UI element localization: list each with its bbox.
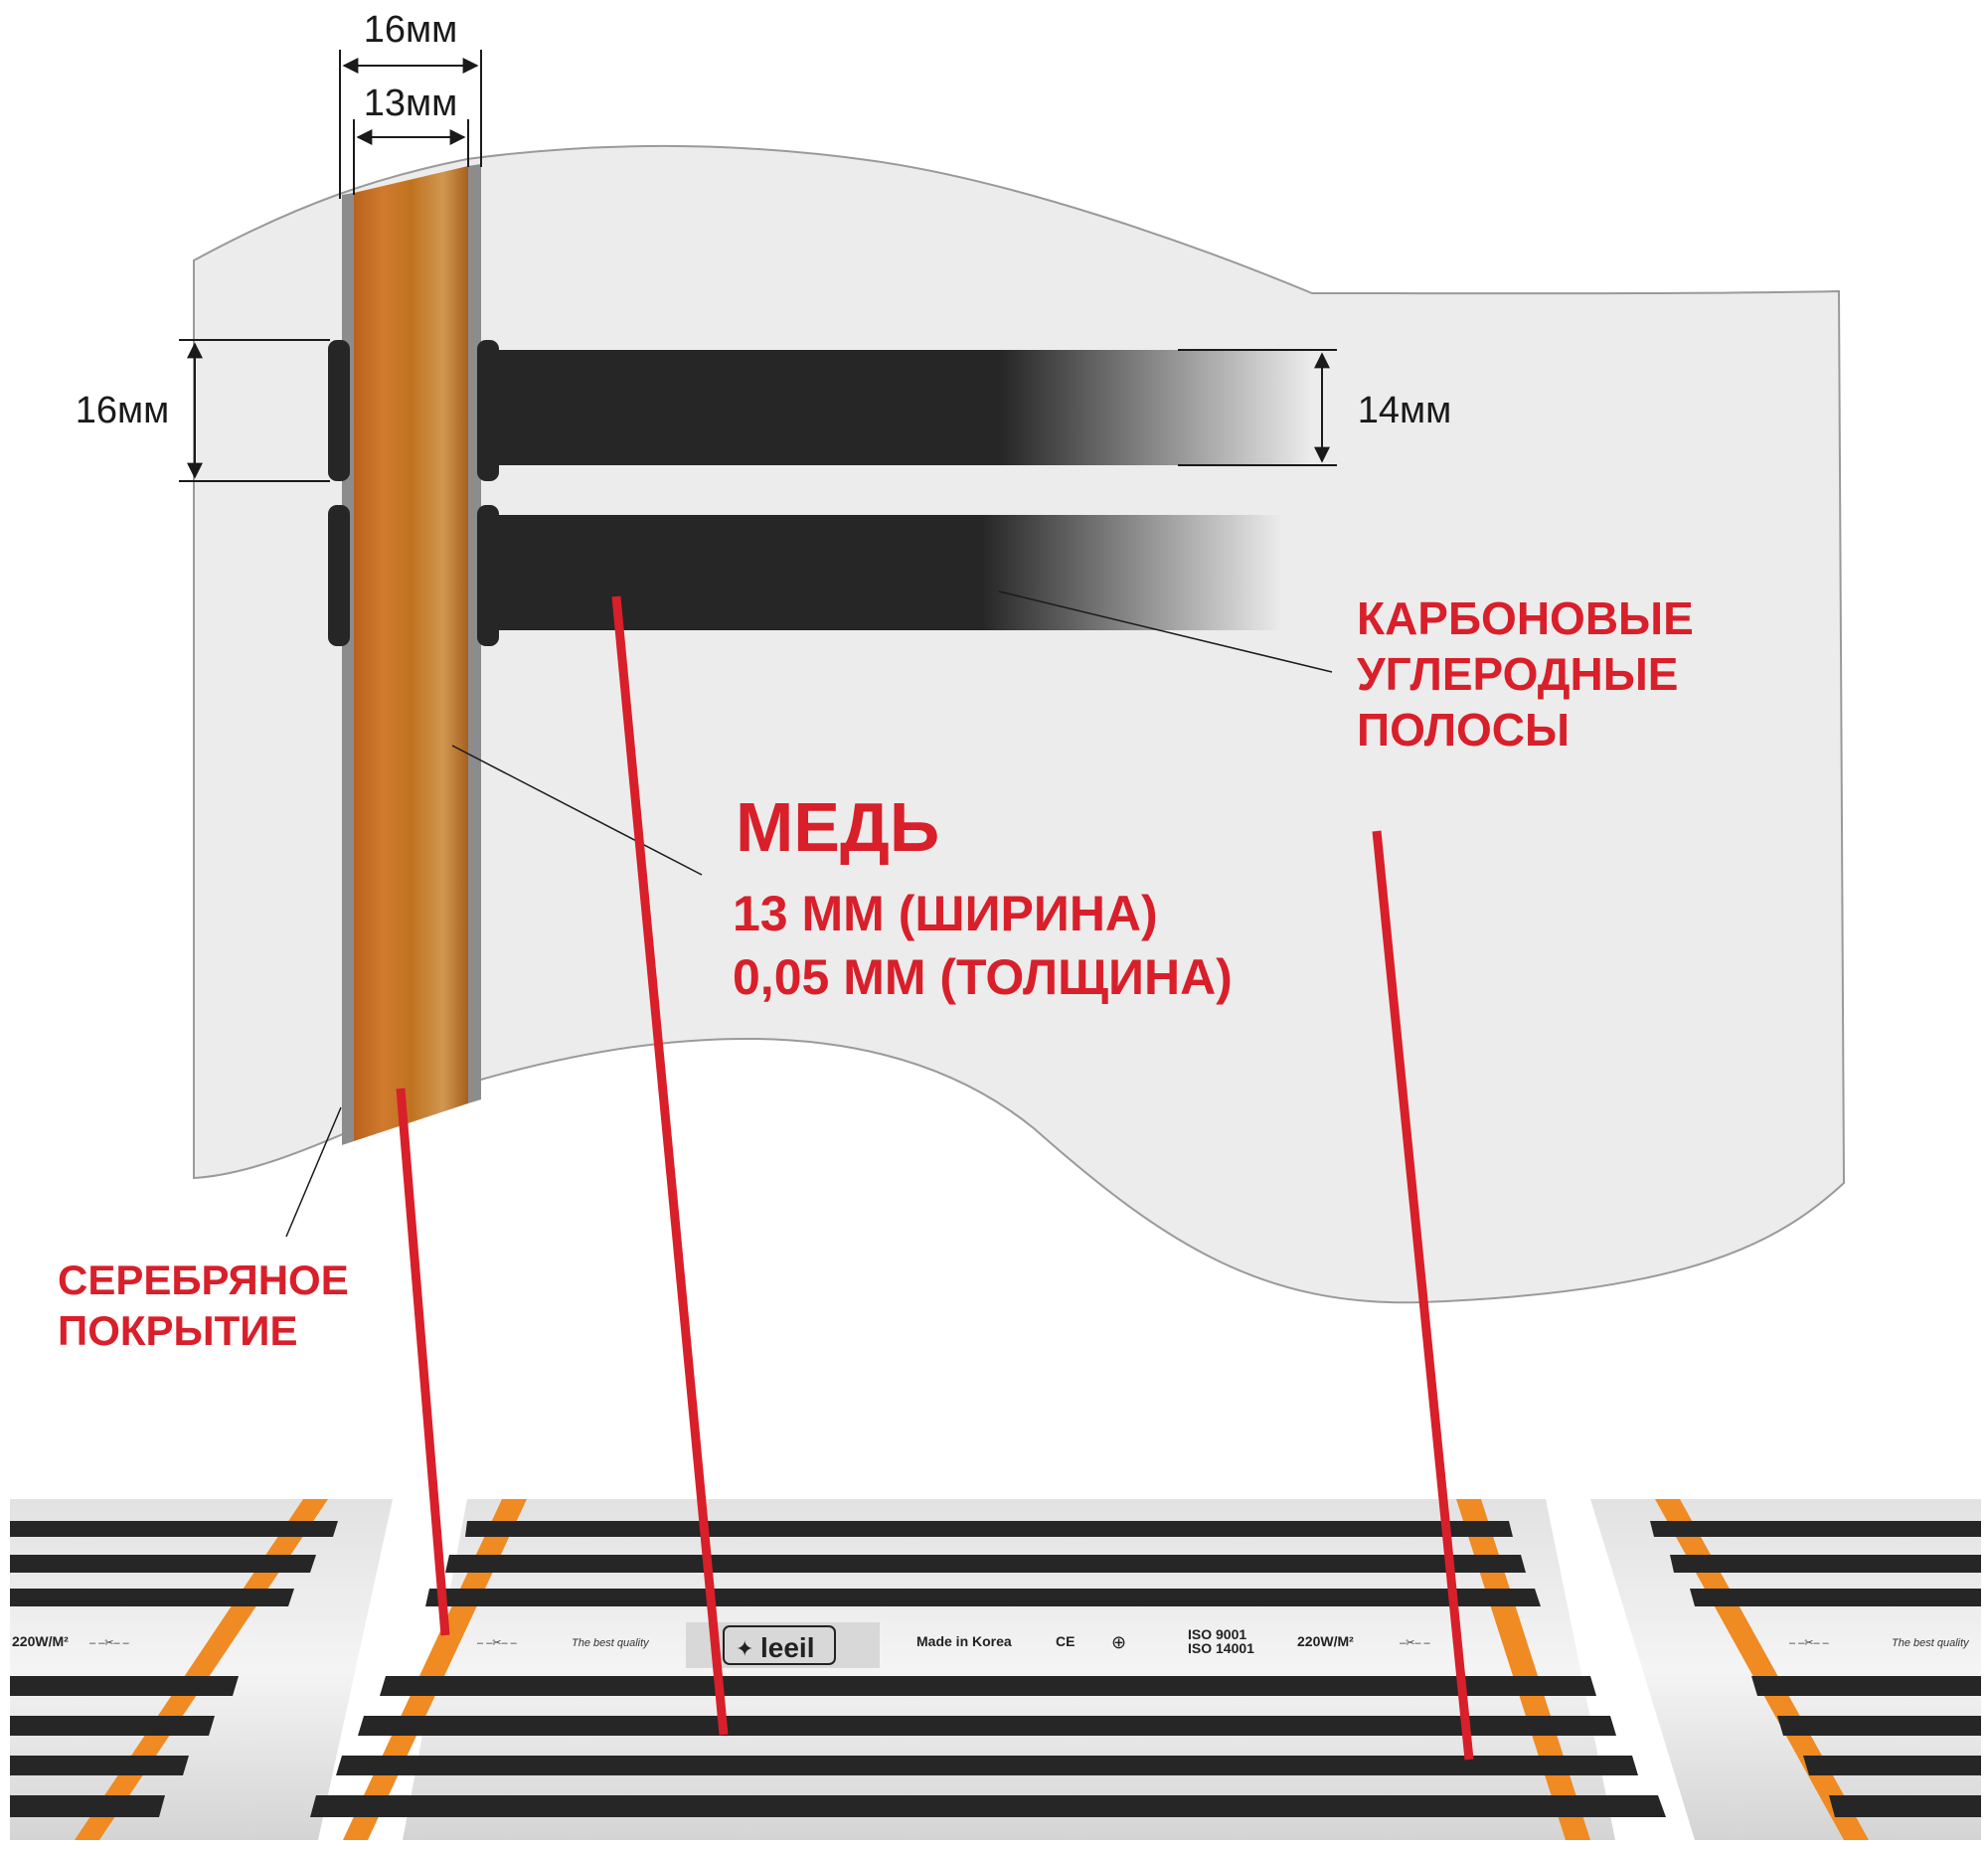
film-carbon-strip (1751, 1676, 1981, 1696)
film-carbon-strip (10, 1716, 215, 1736)
film-rst-icon: ⊕ (1111, 1632, 1126, 1653)
film-power-left: 220W/M² (12, 1633, 69, 1649)
carbon-label-line1: КАРБОНОВЫЕ (1357, 592, 1694, 644)
film-iso-2: ISO 14001 (1188, 1640, 1254, 1656)
film-carbon-strip (1803, 1756, 1981, 1775)
orange-bus (75, 1499, 328, 1840)
copper-strip (354, 166, 468, 1141)
film-carbon-strip (358, 1716, 1616, 1736)
film-carbon-strip (380, 1676, 1596, 1696)
film-ce-mark: CE (1056, 1633, 1075, 1649)
copper-thickness-label: 0,05 ММ (ТОЛЩИНА) (733, 949, 1233, 1005)
film-cut-mark-right: –✂– – (1400, 1637, 1431, 1649)
film-cut-mark-far-right: – –✂– – (1789, 1637, 1830, 1649)
film-carbon-strip (336, 1756, 1638, 1775)
film-photo: 220W/M² – –✂– – – –✂– – The best quality… (10, 1499, 1981, 1840)
film-carbon-strip (1690, 1589, 1981, 1606)
brand-logo: leeil (760, 1632, 814, 1663)
copper-width-label: 13 ММ (ШИРИНА) (733, 886, 1158, 941)
silver-label-line2: ПОКРЫТИЕ (58, 1307, 297, 1354)
contact-cap (328, 340, 350, 481)
film-carbon-strip (10, 1521, 338, 1537)
film-carbon-strip (10, 1555, 316, 1573)
film-carbon-strip (10, 1676, 239, 1696)
film-made-in: Made in Korea (916, 1633, 1012, 1649)
contact-cap (328, 505, 350, 646)
carbon-strip (492, 350, 1312, 465)
dim-contact-height: 16мм (76, 390, 170, 431)
dim-outer-width: 16мм (364, 9, 458, 51)
film-carbon-strip (1670, 1555, 1981, 1573)
dim-carbon-height: 14мм (1358, 390, 1452, 431)
carbon-strip (492, 515, 1282, 630)
orange-bus (1456, 1499, 1590, 1840)
carbon-label-line2: УГЛЕРОДНЫЕ (1357, 648, 1678, 700)
orange-bus (343, 1499, 527, 1840)
film-carbon-strip (10, 1756, 189, 1775)
connector-copper (396, 1088, 450, 1636)
brand-logo-frame (723, 1625, 836, 1665)
copper-title: МЕДЬ (736, 788, 939, 866)
leader-line (285, 1106, 342, 1238)
orange-bus (1655, 1499, 1869, 1840)
leader-line (998, 590, 1333, 673)
film-cut-mark-left: – –✂– – (89, 1637, 130, 1649)
film-carbon-strip (425, 1589, 1541, 1606)
connector-carbon-strip (611, 595, 729, 1736)
connector-film (1372, 830, 1474, 1761)
film-panel-center (403, 1499, 1615, 1840)
film-carbon-strip (1829, 1795, 1981, 1817)
film-carbon-strip (465, 1521, 1513, 1537)
leader-line (451, 745, 703, 876)
film-power-center: 220W/M² (1297, 1633, 1354, 1649)
dim-copper-width: 13мм (364, 83, 458, 124)
film-carbon-strip (310, 1795, 1666, 1817)
film-carbon-strip (10, 1589, 294, 1606)
film-carbon-strip (1650, 1521, 1981, 1537)
carbon-label-line3: ПОЛОСЫ (1357, 704, 1570, 756)
film-iso-1: ISO 9001 (1188, 1626, 1246, 1642)
film-panel-right (1590, 1499, 1981, 1840)
film-cut-mark-center: – –✂– – (477, 1637, 518, 1649)
film-carbon-strip (1777, 1716, 1981, 1736)
film-carbon-strip (10, 1795, 165, 1817)
brand-star-icon: ✦ (736, 1637, 753, 1662)
silver-edge-left (342, 193, 354, 1145)
film-quality-left: The best quality (572, 1637, 650, 1649)
silver-label-line1: СЕРЕБРЯНОЕ (58, 1257, 349, 1303)
film-carbon-strip (445, 1555, 1526, 1573)
film-quality-right: The best quality (1892, 1637, 1970, 1649)
